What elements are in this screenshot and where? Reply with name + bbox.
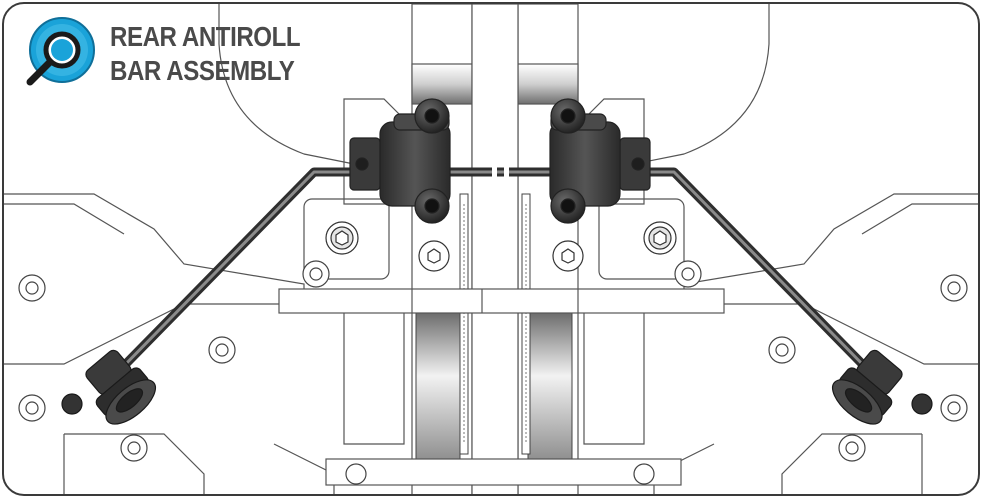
cross-braces xyxy=(278,288,725,486)
chassis-outline xyxy=(4,4,978,494)
right-end-link xyxy=(832,349,933,425)
right-bar-mount xyxy=(549,98,651,224)
left-bar-mount xyxy=(349,98,451,224)
socket-screws xyxy=(325,221,677,272)
title-line-1: REAR ANTIROLL xyxy=(110,21,301,52)
left-end-link xyxy=(61,349,156,425)
title-block: REAR ANTIROLL BAR ASSEMBLY xyxy=(18,14,331,94)
antiroll-bar-wire xyxy=(109,166,879,381)
magnifier-icon xyxy=(26,17,95,86)
antiroll-bar-drawing xyxy=(4,4,978,494)
page-title: REAR ANTIROLL BAR ASSEMBLY xyxy=(110,20,301,88)
title-line-2: BAR ASSEMBLY xyxy=(110,55,295,86)
slipper-discs xyxy=(415,193,573,465)
mount-holes xyxy=(18,260,968,485)
